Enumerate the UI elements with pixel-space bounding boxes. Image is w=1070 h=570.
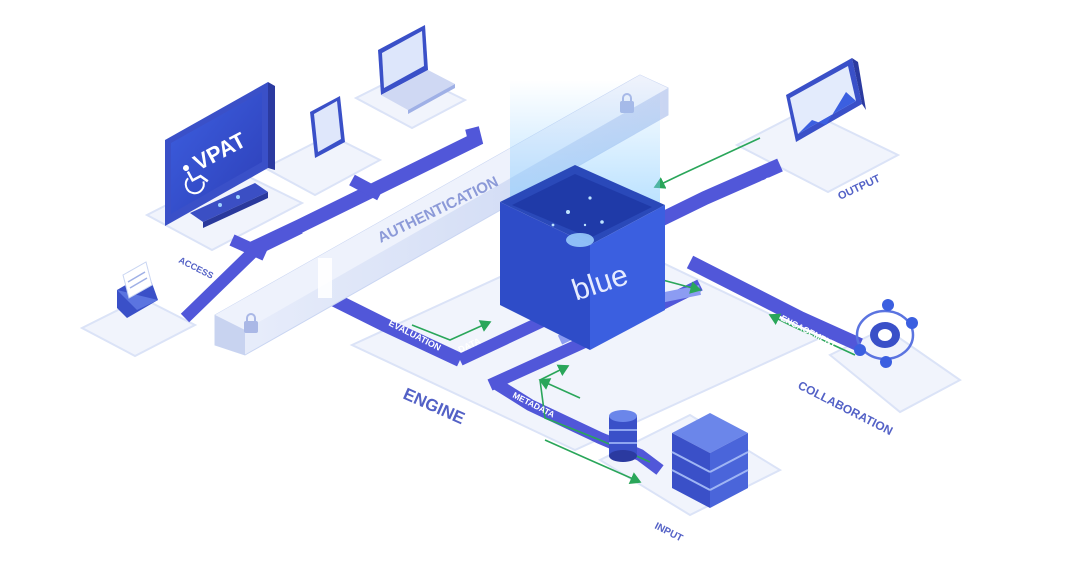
monitor-icon: VPAT <box>165 82 275 228</box>
path-envelope <box>180 222 303 323</box>
server-stack-icon <box>671 413 749 508</box>
cube-right <box>590 205 665 350</box>
path-data <box>457 314 548 366</box>
laptop-icon <box>378 25 455 114</box>
wheelchair-icon <box>183 165 209 195</box>
tablet-icon <box>310 96 345 158</box>
envelope-icon <box>117 261 158 318</box>
blue-engine-cube: blue <box>500 80 665 350</box>
tablet-platform <box>262 133 383 197</box>
chart-laptop-icon <box>786 58 866 142</box>
database-icon <box>609 410 637 462</box>
path-prescriptive <box>656 158 783 227</box>
path-tablet <box>349 174 383 201</box>
keyboard-device <box>190 183 268 222</box>
input-label: INPUT <box>653 521 685 544</box>
network-hub-icon <box>854 299 918 368</box>
path-engagement <box>686 255 863 352</box>
access-label: ACCESS <box>177 255 215 281</box>
output-platform <box>734 108 901 194</box>
lock-icon <box>244 313 258 333</box>
